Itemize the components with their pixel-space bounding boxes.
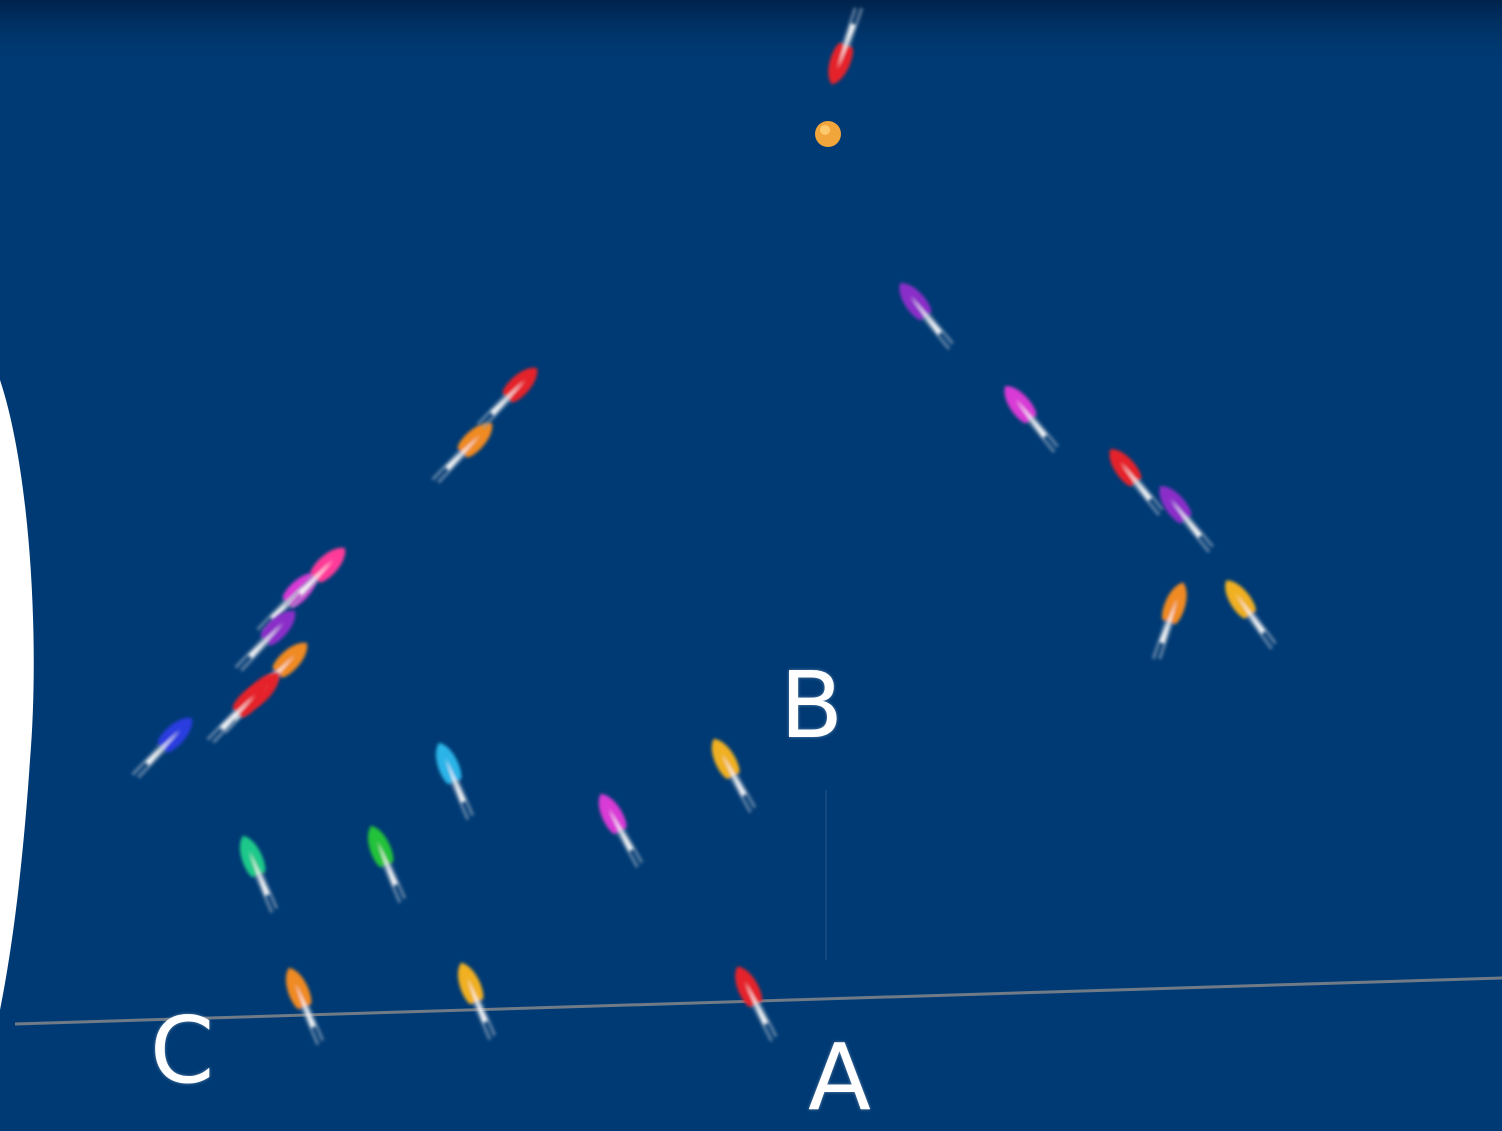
boat-green <box>367 825 407 904</box>
boat-red <box>828 7 864 85</box>
boat-red <box>735 966 778 1042</box>
boat-pink <box>284 547 346 609</box>
label-a: A <box>808 1024 871 1131</box>
boat-red <box>206 682 268 744</box>
left-white-shape <box>0 380 34 1010</box>
boat-gold <box>457 962 497 1041</box>
label-b: B <box>780 652 844 759</box>
mark-buoy-highlight <box>820 125 830 135</box>
boat-orange <box>1151 582 1187 660</box>
boat-orange <box>285 967 325 1046</box>
boat-orange <box>431 422 493 484</box>
boat-teal <box>239 835 279 914</box>
boat-purple <box>234 610 296 672</box>
boat-purple <box>899 283 954 350</box>
boat-purple <box>1159 486 1214 553</box>
boats-layer <box>131 7 1277 1046</box>
boat-cyan <box>435 742 475 821</box>
boat-blue <box>131 717 193 779</box>
boat-gold <box>1225 580 1277 650</box>
boat-magenta <box>1004 386 1059 453</box>
boat-red <box>1109 449 1164 516</box>
boat-magenta <box>598 793 644 868</box>
top-shade <box>0 0 1502 70</box>
boat-gold <box>711 738 757 813</box>
boat-red <box>476 367 538 429</box>
label-c: C <box>150 997 215 1104</box>
